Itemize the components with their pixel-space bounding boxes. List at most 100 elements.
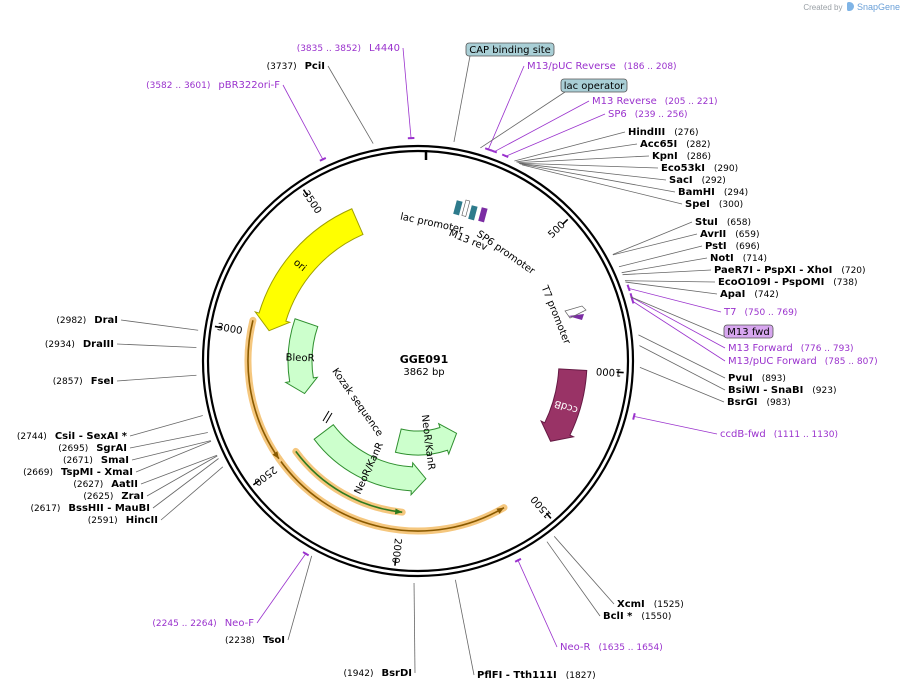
small-feature-1 [468,205,478,221]
spei-leader [522,164,683,205]
bsrgi-position: (983) [766,398,790,408]
tick-mark-2000 [394,558,397,566]
ecoo109i-label: EcoO109I - PspOMI(738) [718,277,858,288]
pvui-position: (893) [762,374,786,384]
tick-mark-2500 [252,480,260,486]
m13-puc-reverse-name-part: M13/pUC Reverse [527,61,616,72]
tick-mark-3500 [302,189,309,196]
xcmi-position: (1525) [654,600,684,610]
bamhi-position: (294) [724,188,748,198]
spei-position: (300) [719,200,743,210]
orf-1-head [496,507,504,514]
m13-forward-position: (776 .. 793) [801,344,854,354]
l4440-position: (3835 .. 3852) [297,44,361,54]
noti-leader [621,257,708,274]
created-by-watermark: Created by SnapGene [803,2,900,12]
apai-name-part: ApaI [720,289,745,300]
neo-f-label: (2245 .. 2264)Neo-F [152,618,254,629]
m13-reverse-bind-site [490,149,498,154]
bsiwi-position: (923) [812,386,836,396]
pflfi-leader [454,579,475,676]
hincii-position: (2591) [88,516,118,526]
backbone-outer-ring [201,144,635,578]
lac-operator-text: lac operator [564,81,625,92]
neo-r-position: (1635 .. 1654) [599,643,663,653]
pflfi-name-part: - Tth111I [502,670,556,681]
tsoi-name-part: TsoI [263,635,285,646]
hindiii-label: HindIII(276) [628,127,698,138]
l4440-name-part: L4440 [369,43,400,54]
backbone-inner-ring [206,149,630,573]
drai-name-part: DraI [94,315,118,326]
pcii-name-part: PciI [305,61,325,72]
t7-leader [627,287,722,313]
created-by-text: Created by [803,3,843,12]
tick-label-1500: 1500 [529,493,554,520]
bcli-name-part: BclI * [603,611,633,622]
m13-puc-forward-name-part: M13/pUC Forward [728,356,817,367]
m13-puc-reverse-label: M13/pUC Reverse (186 .. 208) [527,61,677,72]
m13-puc-forward-leader [631,300,726,362]
bamhi-leader [520,163,676,193]
apai-leader [625,281,718,295]
m13-puc-reverse-bind-site [484,147,492,152]
neo-r-name-part: Neo-R [560,642,591,653]
bcli-label: BclI *(1550) [603,611,671,622]
zrai-position: (2625) [83,492,113,502]
sp6-position: (239 .. 256) [635,110,688,120]
bsshii-label: (2617)BssHII - MauBI [30,503,150,514]
bsiwi-name-part: - SnaBI [760,385,804,396]
orf-1-line [278,458,505,532]
psti-position: (696) [736,242,760,252]
bsrdi-position: (1942) [344,669,374,679]
orf-2-head [272,451,279,459]
backbone [201,144,635,578]
m13-puc-reverse-position: (186 .. 208) [624,62,677,72]
neor-outer-arrow [313,424,427,497]
noti-label: NotI(714) [710,253,767,264]
ecoo109i-position: (738) [833,278,857,288]
apai-position: (742) [754,290,778,300]
hindiii-position: (276) [674,128,698,138]
lac-operator-leader [480,91,566,149]
ccdb-fwd-position: (1111 .. 1130) [774,430,838,440]
kozak-mark-1 [322,410,330,422]
sp6-promoter-label: SP6 promoter [474,229,537,278]
bcli-leader [546,541,601,617]
pcii-label: (3737)PciI [267,61,325,72]
spei-name-part: SpeI [685,199,710,210]
csii-name-part: CsiI [55,431,75,442]
tsoi-position: (2238) [225,636,255,646]
drai-leader [120,319,199,331]
ccdb-fwd-name-part: ccdB-fwd [720,429,766,440]
aatii-leader [140,454,218,485]
acc65i-name-part: Acc65I [640,139,677,150]
eco53ki-leader [518,162,659,169]
stui-label: StuI(658) [695,217,751,228]
orf-2-glow [244,316,283,463]
tsoi-label: (2238) TsoI [225,635,285,646]
sp6-label: SP6(239 .. 256) [608,109,688,120]
m13-puc-forward-bind-site [630,296,635,304]
fsei-label: (2857)FseI [53,376,114,387]
neo-r-label: Neo-R (1635 .. 1654) [560,642,663,653]
spei-label: SpeI (300) [685,199,743,210]
ccdb-fwd-bind-site [632,413,636,420]
tspmi-name-part: - XmaI [93,467,133,478]
draiii-position: (2934) [45,340,75,350]
pflfi-position: (1827) [566,671,596,681]
stui-position: (658) [727,218,751,228]
orf-3-head [394,508,403,515]
pflfi-name-part: PflFI [477,670,502,681]
acc65i-leader [516,143,638,163]
tsoi-leader [287,555,313,641]
apai-label: ApaI (742) [720,289,779,300]
m13-fwd-box-box [723,324,774,339]
xcmi-label: XcmI(1525) [617,599,684,610]
bleor-arrow [284,318,319,395]
m13-fwd-box-text: M13 fwd [727,327,769,338]
bsrdi-leader [413,582,416,674]
fsei-leader [116,374,197,382]
t7-label: T7(750 .. 769) [723,307,797,318]
